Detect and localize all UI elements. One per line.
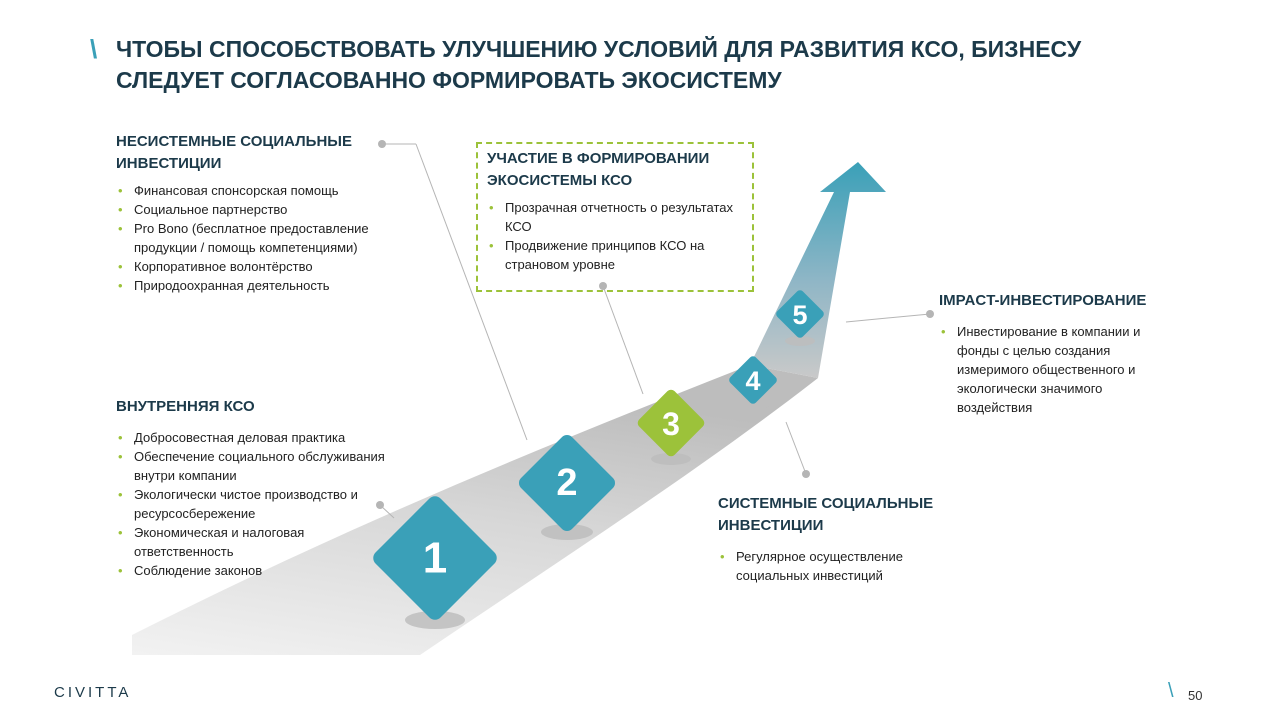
list-item: Pro Bono (бесплатное предоставление прод… (116, 219, 416, 257)
list-systemic: Регулярное осуществление социальных инве… (718, 547, 968, 585)
block-ecosystem: УЧАСТИЕ В ФОРМИРОВАНИИ ЭКОСИСТЕМЫ КСО Пр… (487, 148, 737, 274)
list-ecosystem: Прозрачная отчетность о результатах КСОП… (487, 198, 737, 274)
block-systemic: СИСТЕМНЫЕ СОЦИАЛЬНЫЕ ИНВЕСТИЦИИ Регулярн… (718, 493, 968, 585)
step-2-label: 2 (556, 462, 577, 504)
step-1: 1 (373, 496, 497, 620)
heading-systemic: СИСТЕМНЫЕ СОЦИАЛЬНЫЕ ИНВЕСТИЦИИ (718, 495, 934, 534)
heading-ecosystem: УЧАСТИЕ В ФОРМИРОВАНИИ ЭКОСИСТЕМЫ КСО (487, 150, 710, 189)
list-item: Соблюдение законов (116, 561, 386, 580)
step-4-diamond (729, 356, 777, 404)
step-5: 5 (776, 290, 824, 338)
connector-ecosystem (602, 285, 644, 395)
heading-impact: IMPACT-ИНВЕСТИРОВАНИЕ (939, 292, 1147, 309)
list-item: Регулярное осуществление социальных инве… (718, 547, 968, 585)
page-number: 50 (1188, 688, 1203, 703)
growth-arrow (750, 162, 886, 378)
connector-dot-ecosystem (599, 282, 607, 290)
step-3-label: 3 (662, 406, 680, 442)
road-band (132, 365, 818, 655)
ecosystem-dashed-frame (476, 142, 754, 292)
block-unsystemic: НЕСИСТЕМНЫЕ СОЦИАЛЬНЫЕ ИНВЕСТИЦИИ Финанс… (116, 131, 416, 295)
step-3: 3 (637, 389, 705, 457)
list-item: Экологически чистое производство и ресур… (116, 485, 386, 523)
block-impact: IMPACT-ИНВЕСТИРОВАНИЕ Инвестирование в к… (939, 290, 1179, 417)
step-3-diamond (637, 389, 705, 457)
heading-unsystemic: НЕСИСТЕМНЫЕ СОЦИАЛЬНЫЕ ИНВЕСТИЦИИ (116, 133, 352, 172)
heading-internal: ВНУТРЕННЯЯ КСО (116, 398, 255, 415)
page-title: ЧТОБЫ СПОСОБСТВОВАТЬ УЛУЧШЕНИЮ УСЛОВИЙ Д… (116, 36, 1082, 93)
step-5-diamond (776, 290, 824, 338)
civitta-logo: CIVITTA (54, 684, 132, 701)
list-item: Социальное партнерство (116, 200, 416, 219)
list-item: Добросовестная деловая практика (116, 428, 386, 447)
list-item: Обеспечение социального обслуживания вну… (116, 447, 386, 485)
list-impact: Инвестирование в компании и фонды с цель… (939, 322, 1179, 417)
list-item: Экономическая и налоговая ответственност… (116, 523, 386, 561)
list-unsystemic: Финансовая спонсорская помощьСоциальное … (116, 181, 416, 295)
step-4: 4 (729, 356, 777, 404)
step-1-label: 1 (423, 534, 447, 583)
list-item: Продвижение принципов КСО на страновом у… (487, 236, 737, 274)
block-internal: ВНУТРЕННЯЯ КСО Добросовестная деловая пр… (116, 396, 386, 580)
list-item: Инвестирование в компании и фонды с цель… (939, 322, 1179, 417)
connector-dot-systemic (802, 470, 810, 478)
list-item: Корпоративное волонтёрство (116, 257, 416, 276)
step-1-diamond (373, 496, 497, 620)
step-3-shadow (651, 453, 691, 465)
page-number-slash: \ (1168, 680, 1174, 702)
step-4-shadow (737, 400, 769, 410)
step-5-shadow (785, 336, 815, 346)
connector-impact (845, 313, 931, 323)
connector-unsystemic-diag (415, 143, 528, 441)
title-slash: \ (90, 34, 98, 64)
step-2: 2 (518, 434, 616, 532)
list-item: Прозрачная отчетность о результатах КСО (487, 198, 737, 236)
connector-dot-impact (926, 310, 934, 318)
step-2-shadow (541, 524, 593, 540)
connector-dot-unsystemic (378, 140, 386, 148)
connector-systemic (785, 421, 807, 475)
step-4-label: 4 (745, 366, 760, 396)
list-item: Финансовая спонсорская помощь (116, 181, 416, 200)
step-1-shadow (405, 611, 465, 629)
list-item: Природоохранная деятельность (116, 276, 416, 295)
step-2-diamond (518, 434, 616, 532)
list-internal: Добросовестная деловая практикаОбеспечен… (116, 428, 386, 580)
step-5-label: 5 (792, 300, 807, 330)
